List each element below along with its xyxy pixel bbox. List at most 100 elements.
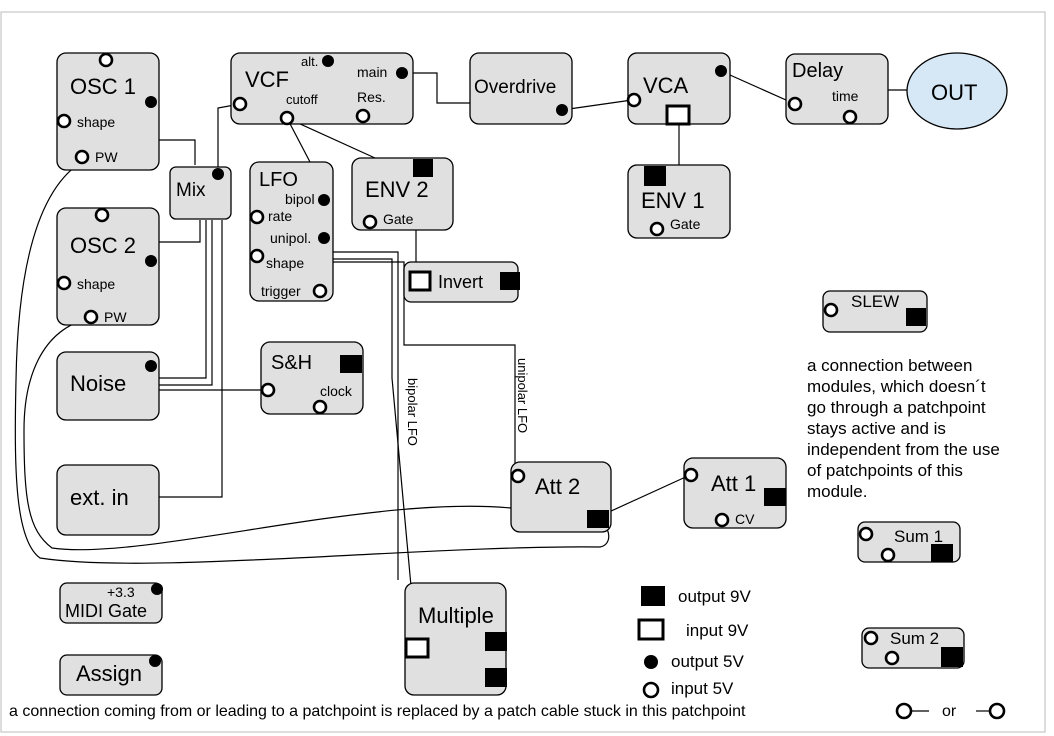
slew-output[interactable] xyxy=(906,308,926,326)
vcf-cutoff-input[interactable] xyxy=(279,110,295,126)
slew-input[interactable] xyxy=(823,302,839,318)
att2-output[interactable] xyxy=(587,510,609,528)
module-midi-gate[interactable]: +3.3 MIDI Gate xyxy=(59,582,163,624)
lfo-unipol-output[interactable] xyxy=(318,232,330,244)
lfo-shape-label: shape xyxy=(266,255,304,271)
vcf-main-output[interactable] xyxy=(396,67,408,79)
module-noise[interactable]: Noise xyxy=(56,351,160,421)
module-ext-in[interactable]: ext. in xyxy=(56,464,160,536)
module-multiple[interactable]: Multiple xyxy=(404,582,507,696)
delay-input[interactable] xyxy=(787,96,803,112)
out-title: OUT xyxy=(931,80,977,105)
note-line-3: go through a patchpoint xyxy=(807,398,986,417)
wire-extin-mix xyxy=(159,220,223,498)
module-osc1[interactable]: OSC 1 shape PW xyxy=(56,52,160,171)
module-invert[interactable]: Invert xyxy=(403,261,520,303)
invert-output[interactable] xyxy=(500,272,520,290)
module-delay[interactable]: Delay time xyxy=(785,53,889,125)
sum2-output[interactable] xyxy=(941,647,963,667)
midi-gate-output[interactable] xyxy=(151,583,163,595)
multiple-output-2[interactable] xyxy=(485,668,507,687)
lfo-bipol-label: bipol xyxy=(285,191,315,207)
module-vca[interactable]: VCA xyxy=(626,52,731,126)
vca-output[interactable] xyxy=(715,65,727,77)
sum1-input-1[interactable] xyxy=(858,526,874,542)
lfo-rate-input[interactable] xyxy=(249,209,265,225)
sum2-input-1[interactable] xyxy=(863,630,879,646)
sh-clock-input[interactable] xyxy=(312,399,328,415)
sh-output[interactable] xyxy=(340,355,362,373)
module-slew[interactable]: SLEW xyxy=(822,290,928,333)
att1-input[interactable] xyxy=(683,467,699,483)
module-sum2[interactable]: Sum 2 xyxy=(861,627,965,669)
env2-output[interactable] xyxy=(413,159,433,177)
module-sh[interactable]: S&H clock xyxy=(260,341,364,415)
overdrive-output[interactable] xyxy=(556,104,568,116)
module-out[interactable]: OUT xyxy=(906,52,1008,130)
osc1-title: OSC 1 xyxy=(70,74,136,99)
multiple-input[interactable] xyxy=(404,637,430,659)
mix-output[interactable] xyxy=(212,168,224,180)
env1-gate-input[interactable] xyxy=(649,221,665,237)
env2-title: ENV 2 xyxy=(365,177,429,202)
osc2-top-input[interactable] xyxy=(94,207,110,223)
assign-output[interactable] xyxy=(149,655,161,667)
osc1-output[interactable] xyxy=(145,96,157,108)
sum2-input-2[interactable] xyxy=(884,650,900,666)
vca-input[interactable] xyxy=(626,92,642,108)
vcf-alt-label: alt. xyxy=(301,54,318,69)
invert-input[interactable] xyxy=(408,270,432,292)
osc2-output[interactable] xyxy=(145,255,157,267)
env1-output[interactable] xyxy=(644,166,666,186)
module-lfo[interactable]: LFO bipol rate unipol. shape trigger xyxy=(249,161,334,302)
legend-input9-symbol xyxy=(637,618,665,641)
att1-output[interactable] xyxy=(764,488,786,506)
module-vcf[interactable]: VCF alt. main cutoff Res. xyxy=(230,52,414,126)
att2-input[interactable] xyxy=(510,468,526,484)
wire-vcf-overdrive xyxy=(404,72,470,104)
lfo-shape-input[interactable] xyxy=(249,248,265,264)
module-assign[interactable]: Assign xyxy=(59,654,163,696)
sh-input[interactable] xyxy=(260,382,276,398)
vcf-res-input[interactable] xyxy=(355,108,371,124)
wire-noise-mix-2 xyxy=(159,220,213,386)
module-att1[interactable]: Att 1 CV xyxy=(683,457,787,529)
module-att2[interactable]: Att 2 xyxy=(510,461,612,533)
osc1-top-input[interactable] xyxy=(98,52,114,68)
env2-gate-input[interactable] xyxy=(362,214,378,230)
legend: output 9V input 9V output 5V input 5V xyxy=(637,586,751,699)
multiple-output-1[interactable] xyxy=(485,632,507,651)
module-env1[interactable]: ENV 1 Gate xyxy=(627,164,731,239)
wires xyxy=(14,70,908,631)
att1-cv-input[interactable] xyxy=(714,512,730,528)
vca-title: VCA xyxy=(643,73,689,98)
osc1-shape-input[interactable] xyxy=(56,113,72,129)
sum1-input-2[interactable] xyxy=(880,547,896,563)
module-overdrive[interactable]: Overdrive xyxy=(469,52,573,125)
module-sum1[interactable]: Sum 1 xyxy=(857,521,961,563)
module-env2[interactable]: ENV 2 Gate xyxy=(351,157,454,231)
midi-gate-title: MIDI Gate xyxy=(65,601,147,621)
midi-gate-voltage: +3.3 xyxy=(107,584,135,600)
wire-lfo-multiple xyxy=(330,251,399,580)
vcf-input[interactable] xyxy=(232,96,248,112)
lfo-trigger-input[interactable] xyxy=(312,283,328,299)
wire-overdrive-vca xyxy=(561,99,633,111)
module-osc2[interactable]: OSC 2 shape PW xyxy=(56,207,160,326)
osc1-pw-input[interactable] xyxy=(74,149,90,165)
out-ellipse[interactable] xyxy=(906,52,1008,130)
delay-time-input[interactable] xyxy=(842,109,858,125)
lfo-bipol-output[interactable] xyxy=(318,194,330,206)
vca-cv-input[interactable] xyxy=(665,104,691,126)
vcf-alt-output[interactable] xyxy=(322,55,334,67)
wire-lfo-att2 xyxy=(330,261,516,465)
att1-title: Att 1 xyxy=(711,471,756,496)
osc2-pw-input[interactable] xyxy=(83,309,99,325)
sum1-output[interactable] xyxy=(931,544,953,562)
module-mix[interactable]: Mix xyxy=(169,166,232,220)
noise-output[interactable] xyxy=(145,360,157,372)
delay-time-label: time xyxy=(832,88,859,104)
osc2-shape-input[interactable] xyxy=(56,275,72,291)
note-line-7: module. xyxy=(807,482,867,501)
